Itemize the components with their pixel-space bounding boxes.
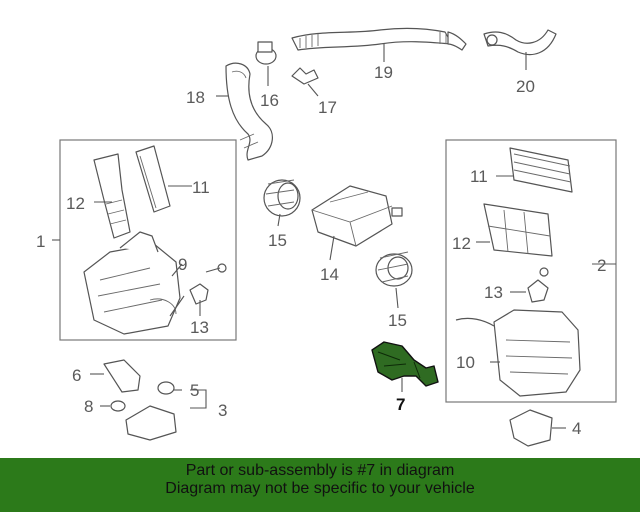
exploded-parts-view: 1 2 3 4 5 6 7 8 9 10 11 11 12 12 13 13 1…	[36, 27, 617, 447]
callout-17[interactable]: 17	[318, 98, 337, 117]
housing-9-drawing	[83, 231, 181, 335]
callout-11-left[interactable]: 11	[192, 178, 210, 197]
tube-18-drawing	[225, 62, 273, 161]
elbow-20-drawing	[483, 29, 557, 56]
callout-20[interactable]: 20	[516, 77, 535, 96]
hose-19-drawing	[291, 27, 467, 51]
grommet-5-drawing	[157, 381, 175, 395]
bolt-9b-drawing	[205, 263, 227, 273]
callout-12-right[interactable]: 12	[452, 234, 471, 253]
banner-line-disclaimer: Diagram may not be specific to your vehi…	[165, 480, 475, 497]
callout-15-upper[interactable]: 15	[268, 231, 287, 250]
grommet-8-drawing	[110, 400, 126, 412]
sensor-16-drawing	[255, 41, 277, 65]
clip-17-drawing	[291, 67, 319, 85]
callout-12-left[interactable]: 12	[66, 194, 85, 213]
bracket-6-drawing	[103, 359, 141, 393]
panel-12-left-drawing	[93, 153, 131, 239]
callout-4[interactable]: 4	[572, 419, 581, 438]
callout-18[interactable]: 18	[186, 88, 205, 107]
callout-9[interactable]: 9	[178, 255, 187, 274]
bracket-4-drawing	[509, 409, 553, 447]
callout-8[interactable]: 8	[84, 397, 93, 416]
bolt-13-left-drawing	[189, 283, 209, 305]
callout-14[interactable]: 14	[320, 265, 339, 284]
airbox-14-drawing	[311, 185, 403, 247]
filter-11-right-drawing	[509, 147, 573, 193]
filter-11-left-drawing	[135, 145, 171, 213]
duct-7-highlighted-drawing[interactable]	[371, 341, 439, 387]
callout-2[interactable]: 2	[597, 256, 606, 275]
callout-19[interactable]: 19	[374, 63, 393, 82]
callout-1[interactable]: 1	[36, 232, 45, 251]
sleeve-15-upper-drawing	[263, 179, 301, 217]
banner-line-part: Part or sub-assembly is #7 in diagram	[185, 462, 455, 479]
callout-3[interactable]: 3	[218, 401, 227, 420]
sleeve-15-lower-drawing	[375, 251, 413, 287]
right-assembly-frame	[445, 139, 617, 403]
callout-16[interactable]: 16	[260, 91, 279, 110]
housing-10-drawing	[455, 309, 581, 397]
leader-lines	[52, 44, 616, 429]
callout-7-highlighted[interactable]: 7	[396, 395, 405, 414]
panel-12-right-drawing	[483, 203, 553, 257]
callout-15-lower[interactable]: 15	[388, 311, 407, 330]
callout-13-right[interactable]: 13	[484, 283, 503, 302]
bolt-13-right-drawing	[527, 267, 549, 303]
info-banner: Part or sub-assembly is #7 in diagram Di…	[0, 458, 640, 512]
callout-5[interactable]: 5	[190, 381, 199, 400]
bracket-3-drawing	[125, 405, 177, 441]
callout-6[interactable]: 6	[72, 366, 81, 385]
callout-13-left[interactable]: 13	[190, 318, 209, 337]
callout-11-right[interactable]: 11	[470, 167, 488, 186]
callout-10[interactable]: 10	[456, 353, 475, 372]
